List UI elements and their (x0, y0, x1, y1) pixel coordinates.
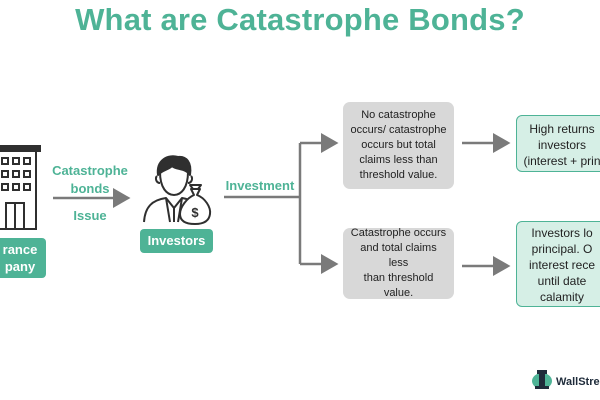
investors-box: Investors (140, 229, 213, 253)
insurance-company-label-line1: rance (2, 242, 38, 257)
condition-line: occurs but total (361, 139, 436, 151)
high-returns-outcome-box: High returns investors (interest + prin (516, 115, 600, 172)
condition-line: No catastrophe (361, 109, 436, 121)
outcome-line: Investors lo (531, 226, 593, 240)
outcome-line: calamity (539, 290, 584, 304)
outcome-line: until date (537, 274, 587, 288)
condition-line: than threshold (363, 272, 434, 284)
insurance-company-box: rance pany (0, 238, 46, 278)
condition-line: Catastrophe occurs (350, 227, 447, 239)
insurance-company-label-line2: pany (4, 259, 36, 274)
catastrophe-occurs-condition-box: Catastrophe occurs and total claims less… (343, 227, 454, 299)
bonds-label: bonds (70, 181, 110, 196)
outcome-line: (interest + prin (523, 154, 600, 168)
brand-name: WallStre (556, 376, 600, 388)
investors-lose-principal-outcome-box: Investors lo principal. O interest rece … (516, 221, 600, 307)
catastrophe-label: Catastrophe (52, 163, 128, 178)
outcome-line: High returns (529, 122, 595, 136)
condition-line: value. (383, 287, 414, 299)
no-catastrophe-condition-box: No catastrophe occurs/ catastrophe occur… (343, 102, 454, 189)
catastrophe-bonds-label: Catastrophe bonds (50, 163, 130, 197)
outcome-line: principal. O (531, 242, 593, 256)
page-title: What are Catastrophe Bonds? (75, 2, 525, 37)
condition-line: and total claims less (360, 242, 437, 269)
condition-line: claims less than (359, 154, 438, 166)
condition-line: threshold value. (359, 169, 438, 181)
condition-line: occurs/ catastrophe (350, 124, 447, 136)
issue-label: Issue (73, 208, 107, 223)
investment-label: Investment (225, 178, 295, 193)
outcome-line: investors (537, 138, 587, 152)
outcome-line: interest rece (528, 258, 596, 272)
